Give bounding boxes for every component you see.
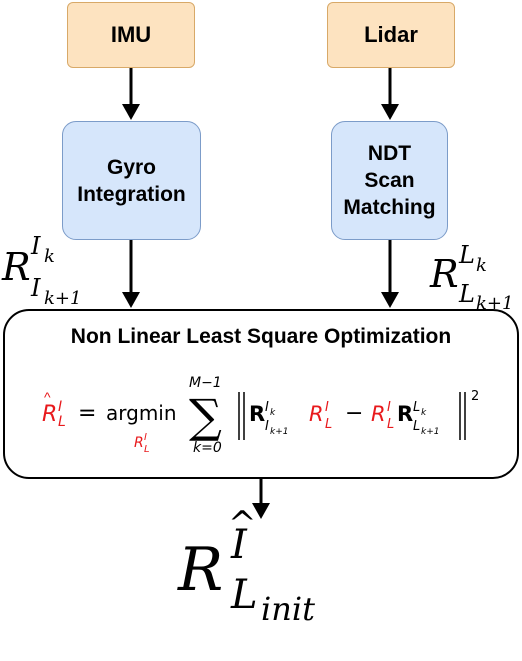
imu-label: IMU bbox=[110, 22, 152, 47]
eq-term2-sup: I bbox=[325, 400, 329, 415]
gyro-label-line1: Gyro bbox=[106, 155, 156, 179]
eq-lhs-base: R bbox=[42, 402, 57, 427]
gyro-integration-node: Gyro Integration bbox=[62, 121, 201, 240]
lidar-node: Lidar bbox=[327, 2, 455, 68]
output-sub-sub: init bbox=[261, 590, 315, 628]
eq-term1-sup: I bbox=[265, 400, 269, 415]
right-rot-sub: L bbox=[458, 280, 475, 308]
ndt-label-line3: Matching bbox=[343, 196, 436, 219]
eq-lhs-sup: I bbox=[58, 399, 62, 415]
arrowhead-gyro-opt bbox=[122, 292, 140, 308]
gyro-label-line2: Integration bbox=[77, 182, 186, 206]
right-rotation-label: R L k L k+1 bbox=[429, 241, 513, 314]
eq-argmin-var-sub: L bbox=[144, 444, 150, 455]
output-hat: ^ bbox=[228, 504, 257, 544]
left-rot-sup-sub: k bbox=[44, 246, 55, 267]
eq-term4-sub: L bbox=[413, 419, 420, 434]
arrowhead-lidar-ndt bbox=[381, 104, 399, 120]
eq-term4-sub-sub: k+1 bbox=[421, 427, 439, 437]
optimization-equation: R ^ I L = argmin R I L M−1 ∑ k=0 R I k I… bbox=[42, 375, 479, 456]
eq-term1-sup-sub: k bbox=[270, 408, 276, 418]
output-base: R bbox=[177, 535, 223, 605]
eq-lhs-hat: ^ bbox=[44, 389, 51, 405]
eq-sum-sign: ∑ bbox=[189, 389, 222, 443]
right-rot-sup-sub: k bbox=[476, 255, 487, 276]
output-sub: L bbox=[230, 572, 258, 618]
left-rotation-label: R I k I k+1 bbox=[1, 232, 81, 309]
lidar-label: Lidar bbox=[364, 22, 418, 47]
eq-term1-base: R bbox=[249, 402, 265, 426]
eq-equals: = bbox=[78, 401, 96, 426]
arrowhead-ndt-opt bbox=[381, 292, 399, 308]
ndt-scan-matching-node: NDT Scan Matching bbox=[331, 121, 448, 240]
eq-term1-sub-sub: k+1 bbox=[270, 427, 288, 437]
eq-argmin-var-sup: I bbox=[144, 432, 147, 443]
eq-minus: − bbox=[345, 401, 363, 426]
eq-term2-base: R bbox=[309, 402, 324, 426]
arrowhead-imu-gyro bbox=[122, 104, 140, 120]
eq-term3-base: R bbox=[371, 402, 386, 426]
eq-term2-sub: L bbox=[325, 417, 332, 432]
left-rot-sub-sub: k+1 bbox=[44, 288, 81, 309]
right-rot-sup: L bbox=[458, 241, 475, 269]
right-rot-sub-sub: k+1 bbox=[476, 293, 513, 314]
eq-argmin: argmin bbox=[106, 401, 177, 425]
left-rot-sub: I bbox=[30, 274, 41, 302]
output-sup: I bbox=[230, 522, 248, 568]
right-rot-base: R bbox=[429, 252, 459, 296]
left-rot-base: R bbox=[1, 245, 31, 289]
eq-term4-sup-sub: k bbox=[421, 408, 427, 418]
imu-node: IMU bbox=[67, 2, 195, 68]
ndt-label-line1: NDT bbox=[367, 142, 412, 165]
eq-sum-upper: M−1 bbox=[189, 375, 222, 391]
eq-argmin-var: R bbox=[134, 435, 144, 451]
eq-term4-base: R bbox=[397, 402, 413, 426]
eq-term1-sub: I bbox=[265, 419, 269, 434]
eq-term4-sup: L bbox=[413, 400, 420, 415]
eq-term3-sub: L bbox=[387, 417, 394, 432]
optimization-title: Non Linear Least Square Optimization bbox=[70, 325, 452, 348]
arrowhead-opt-output bbox=[252, 503, 270, 519]
eq-term3-sup: I bbox=[387, 400, 391, 415]
output-label: ^ R I L init bbox=[177, 504, 315, 628]
optimization-node: Non Linear Least Square Optimization bbox=[3, 309, 519, 479]
ndt-label-line2: Scan bbox=[364, 169, 415, 192]
eq-squared: 2 bbox=[471, 389, 479, 404]
eq-sum-lower: k=0 bbox=[193, 440, 222, 456]
left-rot-sup: I bbox=[30, 232, 41, 260]
eq-lhs-sub: L bbox=[58, 414, 66, 430]
